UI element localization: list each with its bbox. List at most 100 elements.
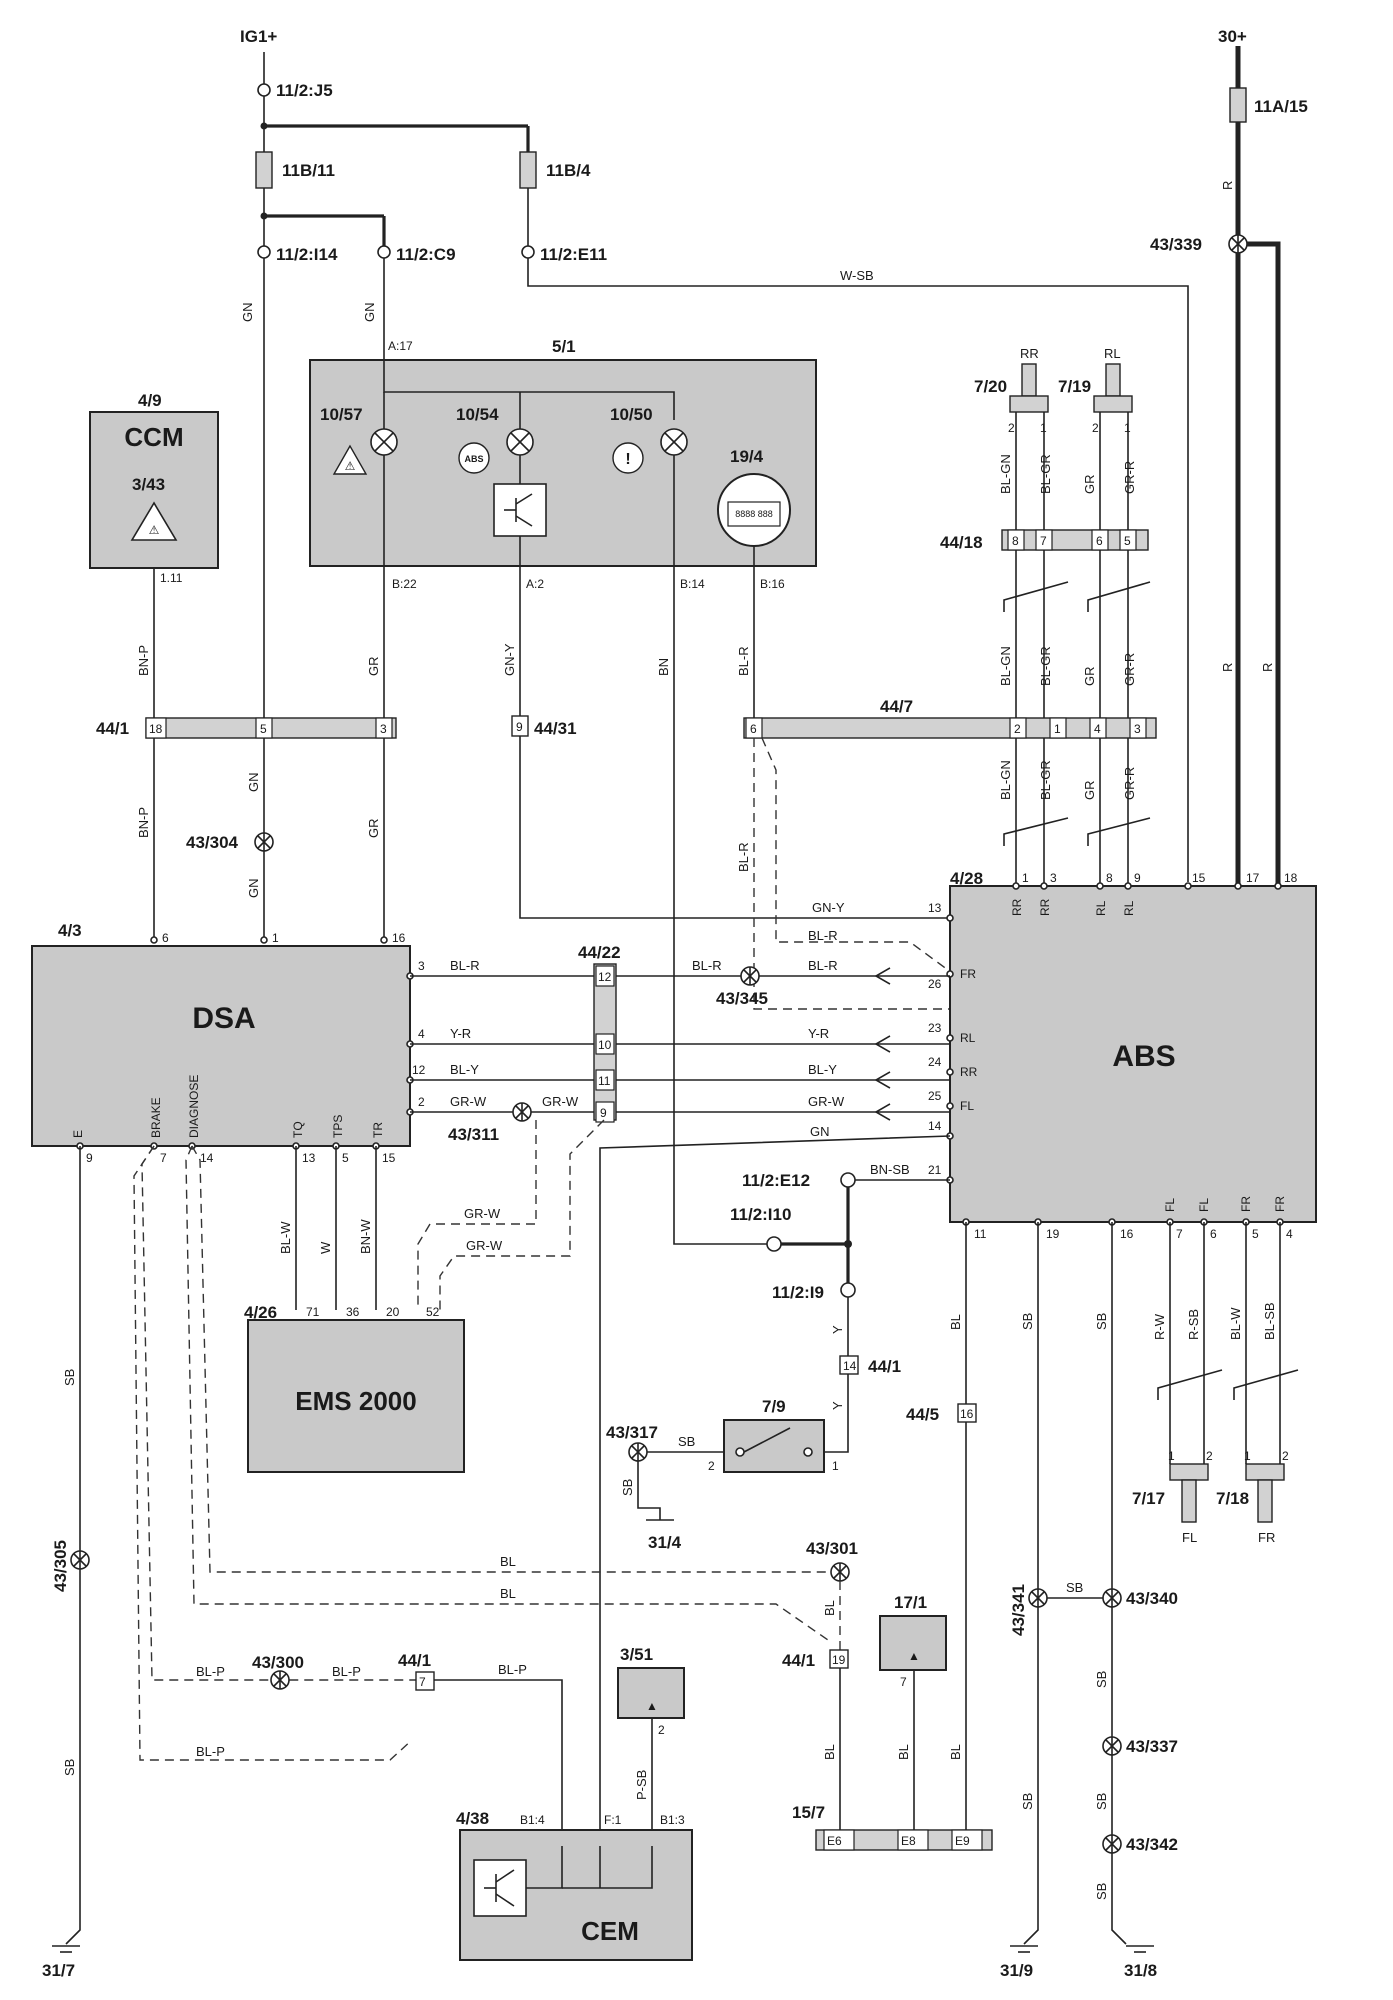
lamp-10-57 xyxy=(370,428,398,456)
svg-text:E9: E9 xyxy=(955,1834,970,1848)
svg-text:SB: SB xyxy=(1094,1313,1109,1330)
svg-text:7/20: 7/20 xyxy=(974,377,1007,396)
svg-text:15: 15 xyxy=(1192,871,1206,885)
svg-text:7: 7 xyxy=(900,1675,907,1689)
svg-text:GR-W: GR-W xyxy=(542,1094,579,1109)
speedometer-icon: 8888 888 xyxy=(717,473,791,547)
svg-text:11/2:I10: 11/2:I10 xyxy=(730,1205,791,1224)
svg-text:R-SB: R-SB xyxy=(1186,1309,1201,1340)
sensor-7-17: 1 2 7/17 FL xyxy=(1132,1449,1213,1545)
svg-text:44/22: 44/22 xyxy=(578,943,621,962)
svg-text:7/18: 7/18 xyxy=(1216,1489,1249,1508)
svg-text:26: 26 xyxy=(928,977,942,991)
svg-text:5: 5 xyxy=(1252,1227,1259,1241)
svg-text:1: 1 xyxy=(1244,1449,1251,1463)
svg-text:FR: FR xyxy=(960,967,976,981)
svg-text:43/311: 43/311 xyxy=(448,1125,499,1144)
svg-text:SB: SB xyxy=(620,1479,635,1496)
svg-text:43/345: 43/345 xyxy=(716,989,768,1008)
svg-text:BN-P: BN-P xyxy=(136,807,151,838)
svg-text:GR: GR xyxy=(1082,475,1097,495)
svg-text:GR: GR xyxy=(1082,667,1097,687)
svg-text:7/9: 7/9 xyxy=(762,1397,786,1416)
svg-text:13: 13 xyxy=(928,901,942,915)
svg-text:16: 16 xyxy=(960,1407,974,1421)
lamp-10-54 xyxy=(506,428,534,456)
svg-text:RR: RR xyxy=(960,1065,978,1079)
svg-text:Y-R: Y-R xyxy=(808,1026,829,1041)
svg-text:TPS: TPS xyxy=(331,1115,345,1138)
cem-id: 4/38 xyxy=(456,1809,489,1828)
connector-44-22: 44/22 12 10 11 9 xyxy=(578,943,621,1123)
cem-label: CEM xyxy=(581,1916,639,1946)
svg-text:BL-Y: BL-Y xyxy=(450,1062,479,1077)
svg-text:43/305: 43/305 xyxy=(51,1540,70,1592)
abs-id: 4/28 xyxy=(950,869,983,888)
svg-text:5: 5 xyxy=(260,722,267,736)
svg-text:31/4: 31/4 xyxy=(648,1533,682,1552)
svg-text:8888 888: 8888 888 xyxy=(735,509,773,519)
svg-text:GR: GR xyxy=(366,657,381,677)
svg-text:19: 19 xyxy=(1046,1227,1060,1241)
svg-text:1: 1 xyxy=(272,931,279,945)
svg-text:BL-GR: BL-GR xyxy=(1038,646,1053,686)
svg-text:GR: GR xyxy=(1082,781,1097,801)
svg-text:BL: BL xyxy=(896,1744,911,1760)
ground-point-43-341 xyxy=(1028,1588,1048,1608)
svg-text:RL: RL xyxy=(960,1031,976,1045)
svg-text:6: 6 xyxy=(750,722,757,736)
b30-supply: 30+ 11A/15 R 43/339 R R xyxy=(1150,27,1308,886)
ground-point-43-339 xyxy=(1228,234,1248,254)
lamp-10-50-label: 10/50 xyxy=(610,405,653,424)
svg-text:SB: SB xyxy=(1094,1793,1109,1810)
svg-text:B1:4: B1:4 xyxy=(520,1813,545,1827)
combi-pin-a2: A:2 xyxy=(526,577,544,591)
svg-text:BN-SB: BN-SB xyxy=(870,1162,910,1177)
ig1-label: IG1+ xyxy=(240,27,277,46)
svg-text:16: 16 xyxy=(1120,1227,1134,1241)
abs-label: ABS xyxy=(1112,1040,1175,1073)
svg-text:21: 21 xyxy=(928,1163,942,1177)
terminal-c9 xyxy=(377,245,391,259)
svg-text:BL-P: BL-P xyxy=(498,1662,527,1677)
svg-text:BL-W: BL-W xyxy=(1228,1307,1243,1340)
svg-text:RR: RR xyxy=(1038,898,1052,916)
svg-text:14: 14 xyxy=(200,1151,214,1165)
svg-text:BL-GN: BL-GN xyxy=(998,760,1013,800)
svg-text:GR-W: GR-W xyxy=(464,1206,501,1221)
combi-pin-b14: B:14 xyxy=(680,577,705,591)
lamp-10-57-label: 10/57 xyxy=(320,405,363,424)
combi-pin-a17: A:17 xyxy=(388,339,413,353)
svg-text:2: 2 xyxy=(658,1723,665,1737)
svg-text:52: 52 xyxy=(426,1305,440,1319)
svg-text:7: 7 xyxy=(1176,1227,1183,1241)
f1-label: 11B/11 xyxy=(282,161,335,180)
svg-text:BL: BL xyxy=(500,1586,516,1601)
svg-text:7: 7 xyxy=(419,1675,426,1689)
svg-text:23: 23 xyxy=(928,1021,942,1035)
ground-symbol-31-8 xyxy=(1126,1945,1154,1953)
svg-text:4: 4 xyxy=(1286,1227,1293,1241)
svg-text:BL-R: BL-R xyxy=(450,958,480,973)
ground-point-43-317 xyxy=(628,1442,648,1462)
svg-text:2: 2 xyxy=(1092,421,1099,435)
svg-text:43/300: 43/300 xyxy=(252,1653,304,1672)
svg-text:44/1: 44/1 xyxy=(398,1651,431,1670)
svg-text:3: 3 xyxy=(418,959,425,973)
svg-text:1: 1 xyxy=(1168,1449,1175,1463)
svg-text:RR: RR xyxy=(1010,898,1024,916)
c9-label: 11/2:C9 xyxy=(396,245,456,264)
svg-text:BL-P: BL-P xyxy=(196,1744,225,1759)
svg-text:TQ: TQ xyxy=(291,1121,305,1138)
svg-text:R: R xyxy=(1260,663,1275,672)
svg-text:FR: FR xyxy=(1273,1196,1287,1212)
ems-id: 4/26 xyxy=(244,1303,277,1322)
svg-text:BL-P: BL-P xyxy=(196,1664,225,1679)
svg-text:BL-GN: BL-GN xyxy=(998,646,1013,686)
transistor-icon xyxy=(473,1859,527,1917)
svg-text:SB: SB xyxy=(678,1434,695,1449)
svg-text:17: 17 xyxy=(1246,871,1260,885)
svg-text:20: 20 xyxy=(386,1305,400,1319)
svg-text:BL-R: BL-R xyxy=(736,646,751,676)
svg-text:BL: BL xyxy=(822,1744,837,1760)
